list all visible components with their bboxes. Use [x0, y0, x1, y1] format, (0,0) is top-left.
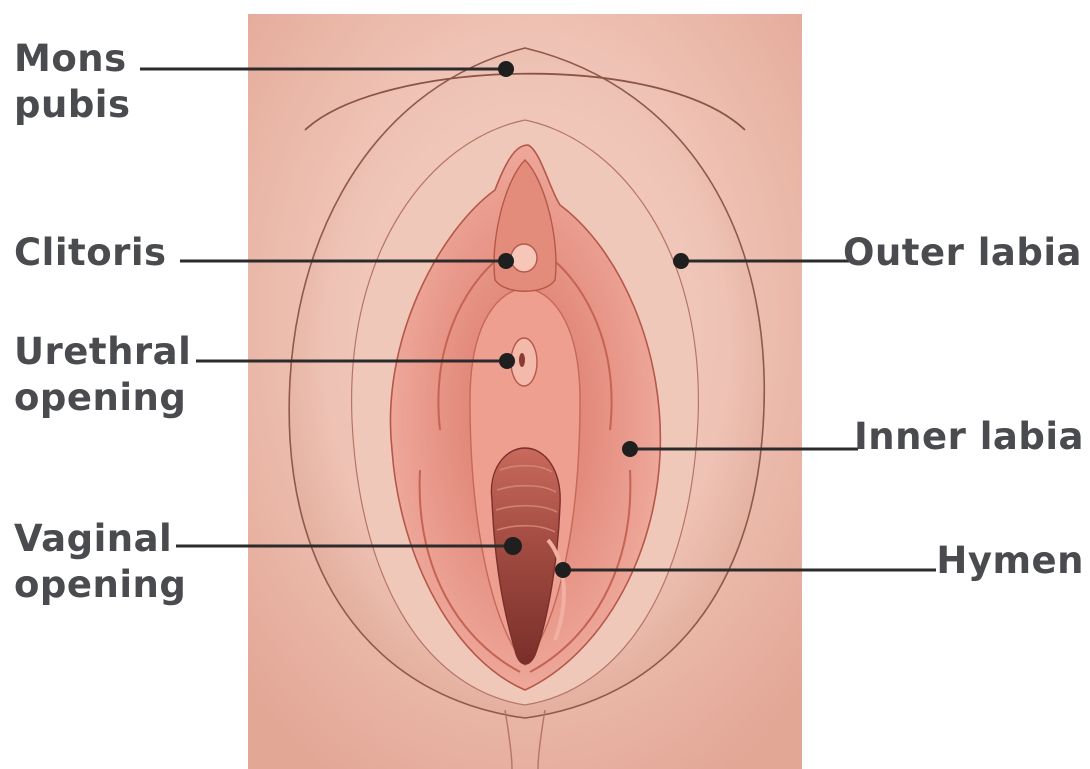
- dot-hymen: [555, 562, 571, 578]
- label-mons-pubis: Mons pubis: [14, 36, 131, 128]
- label-line: pubis: [14, 82, 131, 128]
- label-urethral-opening: Urethral opening: [14, 329, 191, 421]
- label-line: Urethral: [14, 329, 191, 375]
- label-line: opening: [14, 375, 191, 421]
- label-vaginal-opening: Vaginal opening: [14, 516, 186, 608]
- dot-outer-labia: [673, 253, 689, 269]
- dot-mons-pubis: [498, 61, 514, 77]
- clitoris-shape: [511, 244, 537, 272]
- label-inner-labia: Inner labia: [854, 414, 1084, 460]
- label-line: Outer labia: [843, 230, 1082, 276]
- label-clitoris: Clitoris: [14, 230, 167, 276]
- dot-urethral-opening: [499, 353, 515, 369]
- label-line: Mons: [14, 36, 131, 82]
- label-hymen: Hymen: [936, 538, 1084, 584]
- dot-vaginal-opening: [504, 537, 522, 555]
- label-line: Inner labia: [854, 414, 1084, 460]
- label-line: Clitoris: [14, 230, 167, 276]
- label-line: Hymen: [936, 538, 1084, 584]
- dot-clitoris: [498, 253, 514, 269]
- label-line: Vaginal: [14, 516, 186, 562]
- label-line: opening: [14, 562, 186, 608]
- dot-inner-labia: [622, 441, 638, 457]
- label-outer-labia: Outer labia: [843, 230, 1082, 276]
